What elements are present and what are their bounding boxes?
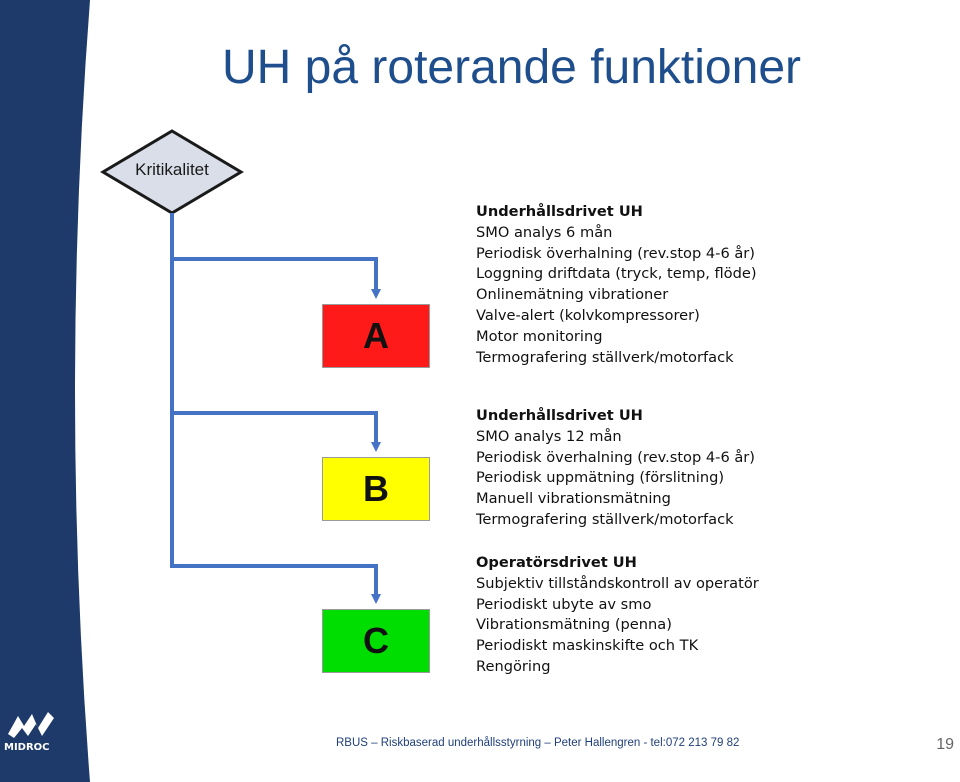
category-box-b: B [322,457,430,521]
category-a-description: Underhållsdrivet UH SMO analys 6 mån Per… [476,202,757,368]
category-b-line: Manuell vibrationsmätning [476,490,671,508]
page-number: 19 [936,736,954,753]
category-c-line: Vibrationsmätning (penna) [476,616,672,634]
category-a-line: Periodisk överhalning (rev.stop 4-6 år) [476,244,756,262]
slide-title: UH på roterande funktioner [222,41,801,94]
category-c-description: Operatörsdrivet UH Subjektiv tillståndsk… [476,553,759,678]
category-c-line: Periodiskt ubyte av smo [476,595,652,613]
category-a-line: Loggning driftdata (tryck, temp, flöde) [476,265,757,283]
category-a-line: Valve-alert (kolvkompressorer) [476,306,700,324]
logo-text: MIDROC [4,742,50,753]
category-b-description: Underhållsdrivet UH SMO analys 12 mån Pe… [476,406,755,531]
category-b-line: Periodisk överhalning (rev.stop 4-6 år) [476,448,756,466]
category-b-line: SMO analys 12 mån [476,427,622,445]
left-decorative-curve [75,0,90,782]
category-box-a: A [322,304,430,368]
category-a-line: Motor monitoring [476,327,603,345]
category-c-heading: Operatörsdrivet UH [476,554,637,571]
midroc-logo: MIDROC [4,712,54,753]
connector-line-a [170,213,381,299]
category-box-c: C [322,609,430,673]
category-b-line: Periodisk uppmätning (förslitning) [476,469,725,487]
connector-line-b [170,259,381,452]
connector-line-c [170,413,381,604]
category-c-line: Subjektiv tillståndskontroll av operatör [476,574,759,592]
category-a-line: Onlinemätning vibrationer [476,286,669,304]
category-a-line: Termografering ställverk/motorfack [476,348,734,366]
category-a-line: SMO analys 6 mån [476,223,613,241]
category-b-heading: Underhållsdrivet UH [476,407,643,424]
category-b-line: Termografering ställverk/motorfack [476,510,734,528]
criticality-label: Kritikalitet [135,160,209,179]
category-c-line: Periodiskt maskinskifte och TK [476,637,699,655]
slide-footer: RBUS – Riskbaserad underhållsstyrning – … [336,737,740,749]
category-a-heading: Underhållsdrivet UH [476,203,643,220]
category-c-line: Rengöring [476,657,551,675]
